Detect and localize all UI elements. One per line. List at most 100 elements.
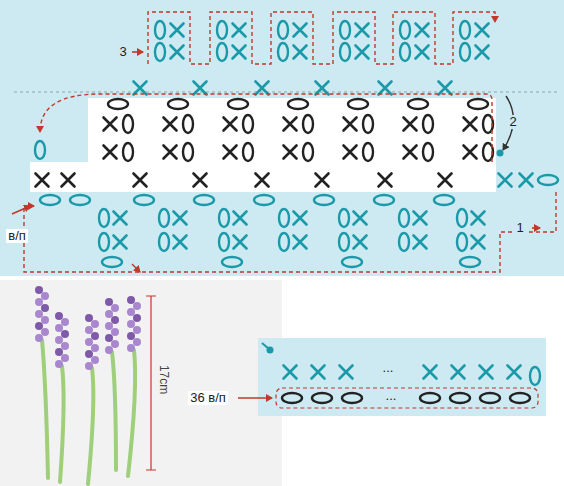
chain-symbol	[123, 115, 133, 133]
foundation-band	[30, 98, 496, 192]
chain-symbol	[217, 21, 227, 39]
lavender-bud	[133, 326, 141, 334]
single-crochet-symbol	[472, 236, 485, 249]
callout-label: 2	[507, 115, 518, 129]
direction-arrow	[132, 51, 143, 53]
chain-symbol	[399, 209, 409, 227]
chain-symbol	[340, 21, 350, 39]
single-crochet-symbol	[256, 174, 269, 187]
single-crochet-symbol	[234, 212, 247, 225]
chain-symbol	[288, 99, 308, 109]
single-crochet-symbol	[476, 24, 489, 37]
lavender-bud	[105, 346, 113, 354]
lavender-bud	[85, 314, 93, 322]
lavender-stem	[60, 366, 64, 482]
callout-label: в/п	[6, 229, 28, 243]
lavender-bud	[55, 360, 63, 368]
chart-ground	[258, 338, 546, 416]
direction-arrow	[40, 94, 492, 162]
chain-symbol	[339, 233, 349, 251]
lavender-bud	[91, 356, 99, 364]
lavender-bud	[61, 318, 69, 326]
lavender-bud	[61, 342, 69, 350]
single-crochet-symbol	[294, 236, 307, 249]
chain-symbol	[99, 233, 109, 251]
callout-label: 36 в/п	[188, 391, 228, 405]
chain-symbol	[228, 99, 248, 109]
chain-symbol	[155, 21, 165, 39]
single-crochet-symbol	[194, 174, 207, 187]
chain-symbol	[254, 195, 274, 205]
chain-symbol	[278, 21, 288, 39]
single-crochet-symbol	[340, 366, 353, 379]
single-crochet-symbol	[476, 46, 489, 59]
single-crochet-symbol	[194, 82, 207, 95]
chain-symbol	[348, 99, 368, 109]
chain-symbol	[468, 99, 488, 109]
single-crochet-symbol	[171, 24, 184, 37]
chain-symbol	[278, 43, 288, 61]
lavender-bud	[55, 336, 63, 344]
chain-symbol	[434, 195, 454, 205]
direction-arrow	[532, 227, 540, 229]
single-crochet-symbol	[171, 46, 184, 59]
lavender-bud	[133, 338, 141, 346]
lavender-bud	[41, 292, 49, 300]
chain-symbol	[314, 195, 334, 205]
single-crochet-symbol	[480, 366, 493, 379]
single-crochet-symbol	[114, 236, 127, 249]
ellipsis-mark: ...	[381, 361, 396, 375]
chain-symbol	[155, 43, 165, 61]
single-crochet-symbol	[344, 146, 357, 159]
dimension-label: 17cm	[157, 363, 170, 396]
lavender-bud	[133, 302, 141, 310]
chain-symbol	[400, 21, 410, 39]
lavender-stem	[88, 368, 93, 484]
single-crochet-symbol	[439, 82, 452, 95]
lavender-bud	[35, 334, 43, 342]
row-divider	[14, 92, 560, 93]
single-crochet-symbol	[234, 236, 247, 249]
chain-symbol	[312, 393, 332, 403]
lavender-bud	[127, 344, 135, 352]
chain-symbol	[183, 115, 193, 133]
lavender-bud	[41, 328, 49, 336]
single-crochet-symbol	[284, 366, 297, 379]
lavender-bud	[55, 312, 63, 320]
single-crochet-symbol	[508, 366, 521, 379]
direction-arrow	[238, 397, 272, 399]
chain-symbol	[460, 21, 470, 39]
single-crochet-symbol	[164, 118, 177, 131]
chain-symbol	[342, 393, 362, 403]
chain-symbol	[530, 367, 540, 385]
chain-symbol	[159, 233, 169, 251]
single-crochet-symbol	[404, 146, 417, 159]
chain-symbol	[282, 393, 302, 403]
lavender-bud	[55, 324, 63, 332]
single-crochet-symbol	[416, 46, 429, 59]
lavender-bud	[127, 332, 135, 340]
single-crochet-symbol	[62, 174, 75, 187]
single-crochet-symbol	[356, 24, 369, 37]
single-crochet-symbol	[294, 46, 307, 59]
chain-symbol	[303, 115, 313, 133]
single-crochet-symbol	[416, 24, 429, 37]
chain-symbol	[339, 209, 349, 227]
chain-symbol	[40, 195, 60, 205]
single-crochet-symbol	[312, 366, 325, 379]
chain-symbol	[480, 393, 500, 403]
lavender-stem	[42, 340, 48, 478]
lavender-bud	[85, 326, 93, 334]
single-crochet-symbol	[316, 82, 329, 95]
single-crochet-symbol	[174, 212, 187, 225]
single-crochet-symbol	[256, 82, 269, 95]
lavender-bud	[85, 350, 93, 358]
single-crochet-symbol	[316, 174, 329, 187]
single-crochet-symbol	[233, 24, 246, 37]
chain-symbol	[510, 393, 530, 403]
lavender-stem	[112, 352, 116, 470]
lavender-bud	[91, 344, 99, 352]
single-crochet-symbol	[414, 236, 427, 249]
single-crochet-symbol	[164, 146, 177, 159]
